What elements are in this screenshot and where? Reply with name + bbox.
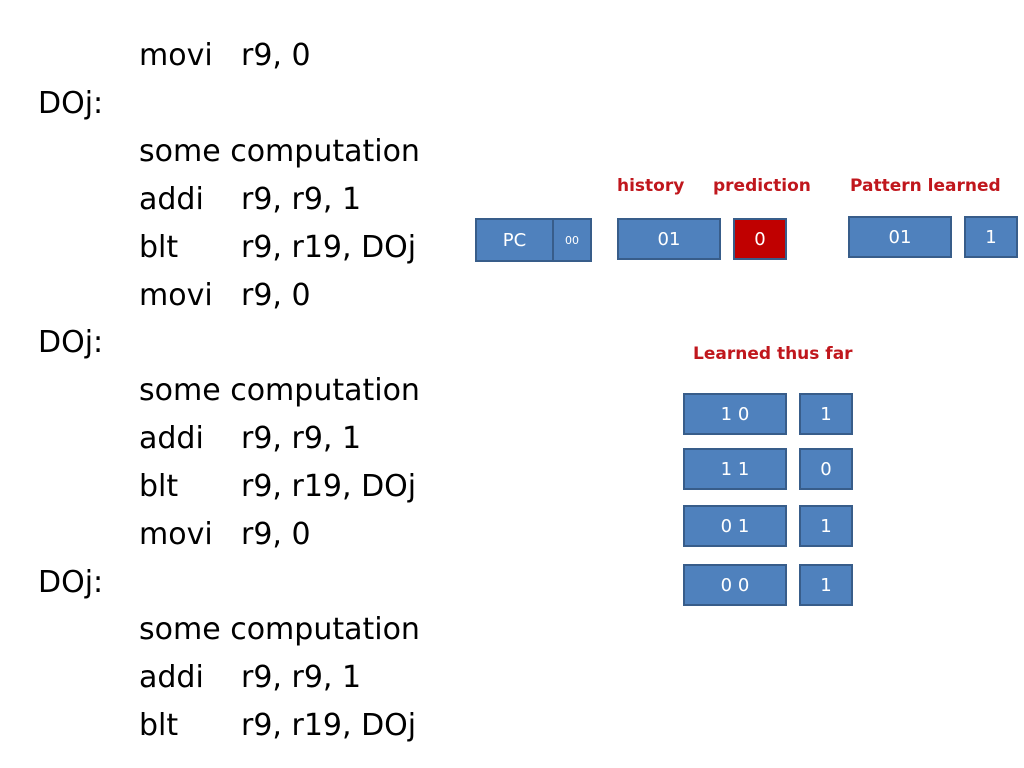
code-args: r9, r9, 1: [241, 182, 362, 217]
learned-history-box: 0 0: [683, 564, 787, 606]
learned-outcome-box: 0: [799, 448, 853, 490]
code-args: r9, r9, 1: [241, 421, 362, 456]
code-op: some computation: [139, 373, 420, 408]
code-args: r9, 0: [241, 517, 311, 552]
code-op: movi: [139, 517, 213, 552]
code-op: movi: [139, 38, 213, 73]
learned-history-box: 0 1: [683, 505, 787, 547]
learned-outcome-box: 1: [799, 393, 853, 435]
code-op: addi: [139, 421, 204, 456]
learned-history-box: 1 0: [683, 393, 787, 435]
prediction-header: prediction: [713, 176, 811, 196]
learned-thus-far-header: Learned thus far: [693, 344, 853, 364]
code-op: addi: [139, 660, 204, 695]
code-op: blt: [139, 230, 179, 265]
code-op: movi: [139, 278, 213, 313]
history-box: 01: [617, 218, 721, 260]
pattern-outcome-box: 1: [964, 216, 1018, 258]
code-label: DOj:: [38, 86, 104, 121]
code-args: r9, r19, DOj: [241, 230, 417, 265]
learned-history-box: 1 1: [683, 448, 787, 490]
code-op: some computation: [139, 134, 420, 169]
code-args: r9, r19, DOj: [241, 708, 417, 743]
code-args: r9, 0: [241, 278, 311, 313]
code-label: DOj:: [38, 325, 104, 360]
code-args: r9, 0: [241, 38, 311, 73]
pc-bits-box: 00: [552, 218, 592, 262]
code-label: DOj:: [38, 565, 104, 600]
pattern-history-box: 01: [848, 216, 952, 258]
code-args: r9, r19, DOj: [241, 469, 417, 504]
learned-outcome-box: 1: [799, 505, 853, 547]
code-op: some computation: [139, 612, 420, 647]
code-op: addi: [139, 182, 204, 217]
learned-outcome-box: 1: [799, 564, 853, 606]
pc-box: PC: [475, 218, 554, 262]
code-args: r9, r9, 1: [241, 660, 362, 695]
pattern-learned-header: Pattern learned: [850, 176, 1001, 196]
prediction-box: 0: [733, 218, 787, 260]
code-op: blt: [139, 469, 179, 504]
history-header: history: [617, 176, 685, 196]
code-op: blt: [139, 708, 179, 743]
